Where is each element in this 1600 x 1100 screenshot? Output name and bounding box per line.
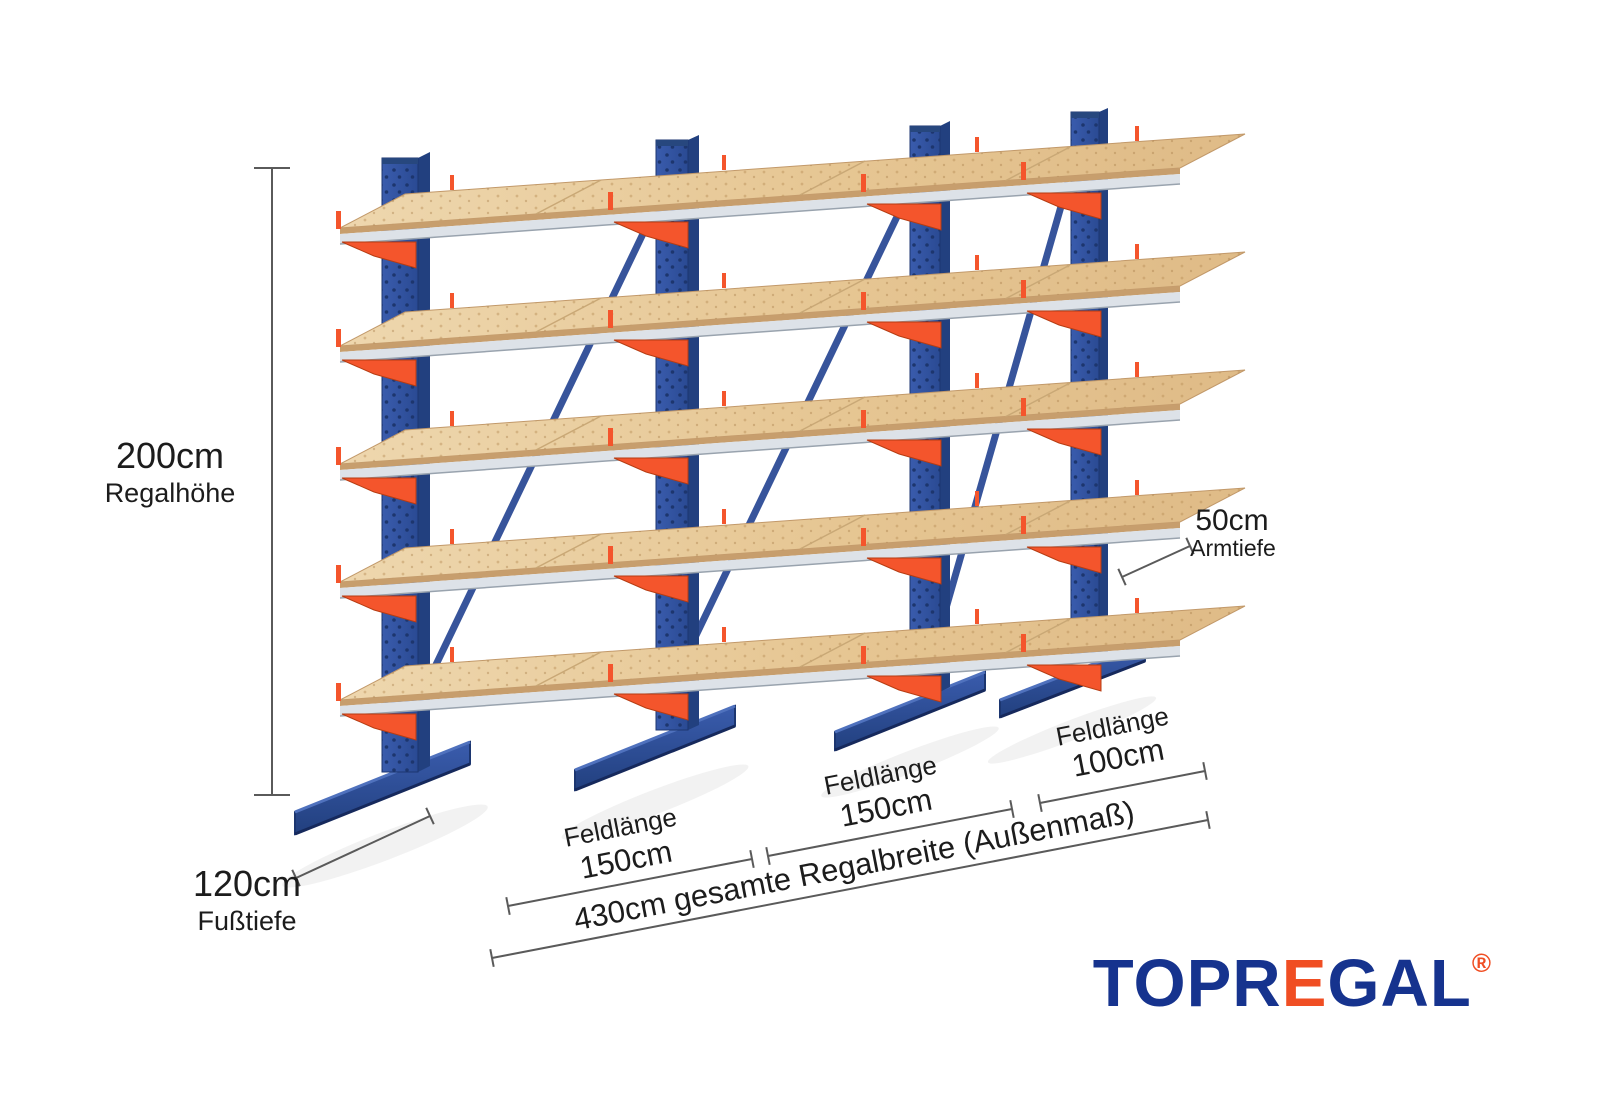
foot-depth-label: Fußtiefe (197, 906, 296, 936)
shelf-level-4 (335, 479, 1246, 623)
shelf-levels (335, 125, 1246, 741)
arm-depth-label: Armtiefe (1190, 535, 1276, 561)
height-value: 200cm (116, 435, 224, 476)
logo-part-blue-2: GAL (1327, 946, 1471, 1021)
arm-depth-value: 50cm (1195, 504, 1268, 537)
logo-part-blue-1: TOPR (1093, 946, 1282, 1021)
brand-logo: TOPREGAL® (1093, 946, 1492, 1021)
logo-registered-mark: ® (1472, 948, 1492, 978)
logo-part-orange-e: E (1282, 946, 1328, 1021)
dimension-foot-depth: 120cm Fußtiefe (193, 807, 435, 936)
dimension-bay-1: Feldlänge 150cm (505, 802, 755, 915)
floor-shadows (282, 696, 1157, 888)
dimension-arm-depth: 50cm Armtiefe (1117, 504, 1276, 586)
foot-depth-value: 120cm (193, 863, 301, 904)
shelf-level-1 (335, 125, 1246, 269)
shelf-level-3 (335, 361, 1246, 505)
dimension-height: 200cm Regalhöhe (105, 167, 290, 796)
shelf-level-2 (335, 243, 1246, 387)
foot-beam (574, 704, 736, 792)
height-label: Regalhöhe (105, 478, 236, 508)
